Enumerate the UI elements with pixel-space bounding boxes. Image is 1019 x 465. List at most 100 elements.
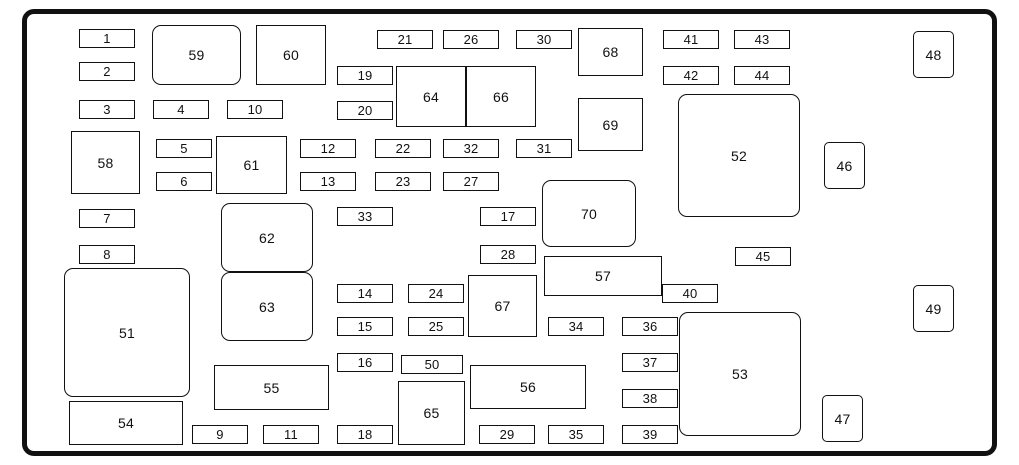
fuse-slot-13[interactable]: 13 [300,172,356,191]
slot-number-label: 14 [357,286,373,301]
fuse-slot-28[interactable]: 28 [480,245,536,264]
relay-slot-52[interactable]: 52 [678,94,800,217]
fuse-slot-43[interactable]: 43 [734,30,790,49]
slot-number-label: 40 [682,286,698,301]
fuse-slot-1[interactable]: 1 [79,29,135,48]
slot-number-label: 35 [568,427,584,442]
fuse-slot-33[interactable]: 33 [337,207,393,226]
relay-slot-59[interactable]: 59 [152,25,241,85]
slot-number-label: 4 [177,102,185,117]
fuse-slot-20[interactable]: 20 [337,101,393,120]
slot-number-label: 62 [259,229,275,246]
slot-number-label: 9 [216,427,224,442]
slot-number-label: 50 [424,357,440,372]
fuse-slot-41[interactable]: 41 [663,30,719,49]
slot-number-label: 47 [834,410,851,427]
relay-slot-55[interactable]: 55 [214,365,329,410]
fuse-slot-30[interactable]: 30 [516,30,572,49]
relay-slot-67[interactable]: 67 [468,275,537,337]
fuse-slot-11[interactable]: 11 [263,425,319,444]
fuse-slot-50[interactable]: 50 [401,355,463,374]
fuse-slot-38[interactable]: 38 [622,389,678,408]
fuse-slot-21[interactable]: 21 [377,30,433,49]
fuse-slot-16[interactable]: 16 [337,353,393,372]
slot-number-label: 15 [357,319,373,334]
slot-number-label: 13 [320,174,336,189]
fuse-slot-19[interactable]: 19 [337,66,393,85]
relay-slot-51[interactable]: 51 [64,268,190,397]
slot-number-label: 21 [397,32,413,47]
fuse-slot-12[interactable]: 12 [300,139,356,158]
fuse-slot-17[interactable]: 17 [480,207,536,226]
fuse-slot-6[interactable]: 6 [156,172,212,191]
slot-number-label: 41 [683,32,699,47]
relay-slot-53[interactable]: 53 [679,312,801,436]
relay-slot-54[interactable]: 54 [69,401,183,445]
fuse-slot-27[interactable]: 27 [443,172,499,191]
relay-slot-68[interactable]: 68 [578,28,643,76]
fuse-slot-3[interactable]: 3 [79,100,135,119]
slot-number-label: 52 [731,147,747,164]
slot-number-label: 63 [259,298,275,315]
slot-number-label: 67 [494,298,511,314]
slot-number-label: 68 [602,44,619,60]
fuse-slot-9[interactable]: 9 [192,425,248,444]
relay-slot-61[interactable]: 61 [216,136,287,194]
relay-slot-47[interactable]: 47 [822,395,863,442]
fuse-slot-18[interactable]: 18 [337,425,393,444]
slot-number-label: 53 [732,366,748,382]
fuse-slot-44[interactable]: 44 [734,66,790,85]
fuse-slot-39[interactable]: 39 [622,425,678,444]
fuse-slot-37[interactable]: 37 [622,353,678,372]
fuse-slot-31[interactable]: 31 [516,139,572,158]
fuse-slot-26[interactable]: 26 [443,30,499,49]
slot-number-label: 46 [836,157,853,174]
slot-number-label: 7 [103,211,111,226]
fuse-slot-42[interactable]: 42 [663,66,719,85]
relay-slot-56[interactable]: 56 [470,365,586,409]
fuse-slot-2[interactable]: 2 [79,62,135,81]
relay-slot-66[interactable]: 66 [466,66,536,127]
relay-slot-60[interactable]: 60 [256,25,326,85]
relay-slot-69[interactable]: 69 [578,98,643,151]
relay-slot-63[interactable]: 63 [221,272,313,341]
fuse-slot-32[interactable]: 32 [443,139,499,158]
slot-number-label: 54 [118,415,134,431]
fuse-slot-29[interactable]: 29 [479,425,535,444]
relay-slot-58[interactable]: 58 [71,131,140,194]
relay-slot-70[interactable]: 70 [542,180,636,247]
relay-slot-48[interactable]: 48 [913,31,954,78]
relay-slot-46[interactable]: 46 [824,142,865,189]
slot-number-label: 26 [463,32,479,47]
fuse-slot-4[interactable]: 4 [153,100,209,119]
relay-slot-65[interactable]: 65 [398,381,465,445]
relay-slot-64[interactable]: 64 [396,66,466,127]
slot-number-label: 3 [103,102,111,117]
fuse-slot-8[interactable]: 8 [79,245,135,264]
fuse-slot-36[interactable]: 36 [622,317,678,336]
fuse-slot-5[interactable]: 5 [156,139,212,158]
fuse-slot-24[interactable]: 24 [408,284,464,303]
slot-number-label: 30 [536,32,552,47]
fuse-slot-25[interactable]: 25 [408,317,464,336]
slot-number-label: 6 [180,174,188,189]
fuse-slot-34[interactable]: 34 [548,317,604,336]
fuse-slot-7[interactable]: 7 [79,209,135,228]
slot-number-label: 48 [925,46,942,63]
relay-slot-57[interactable]: 57 [544,256,662,296]
fuse-slot-22[interactable]: 22 [375,139,431,158]
fuse-slot-35[interactable]: 35 [548,425,604,444]
slot-number-label: 18 [357,427,373,442]
fuse-slot-10[interactable]: 10 [227,100,283,119]
fuse-slot-14[interactable]: 14 [337,284,393,303]
relay-slot-49[interactable]: 49 [913,285,954,332]
fuse-slot-40[interactable]: 40 [662,284,718,303]
fuse-slot-45[interactable]: 45 [735,247,791,266]
fuse-slot-23[interactable]: 23 [375,172,431,191]
fuse-slot-15[interactable]: 15 [337,317,393,336]
slot-number-label: 59 [188,47,205,63]
slot-number-label: 27 [463,174,479,189]
slot-number-label: 39 [642,427,658,442]
relay-slot-62[interactable]: 62 [221,203,313,272]
